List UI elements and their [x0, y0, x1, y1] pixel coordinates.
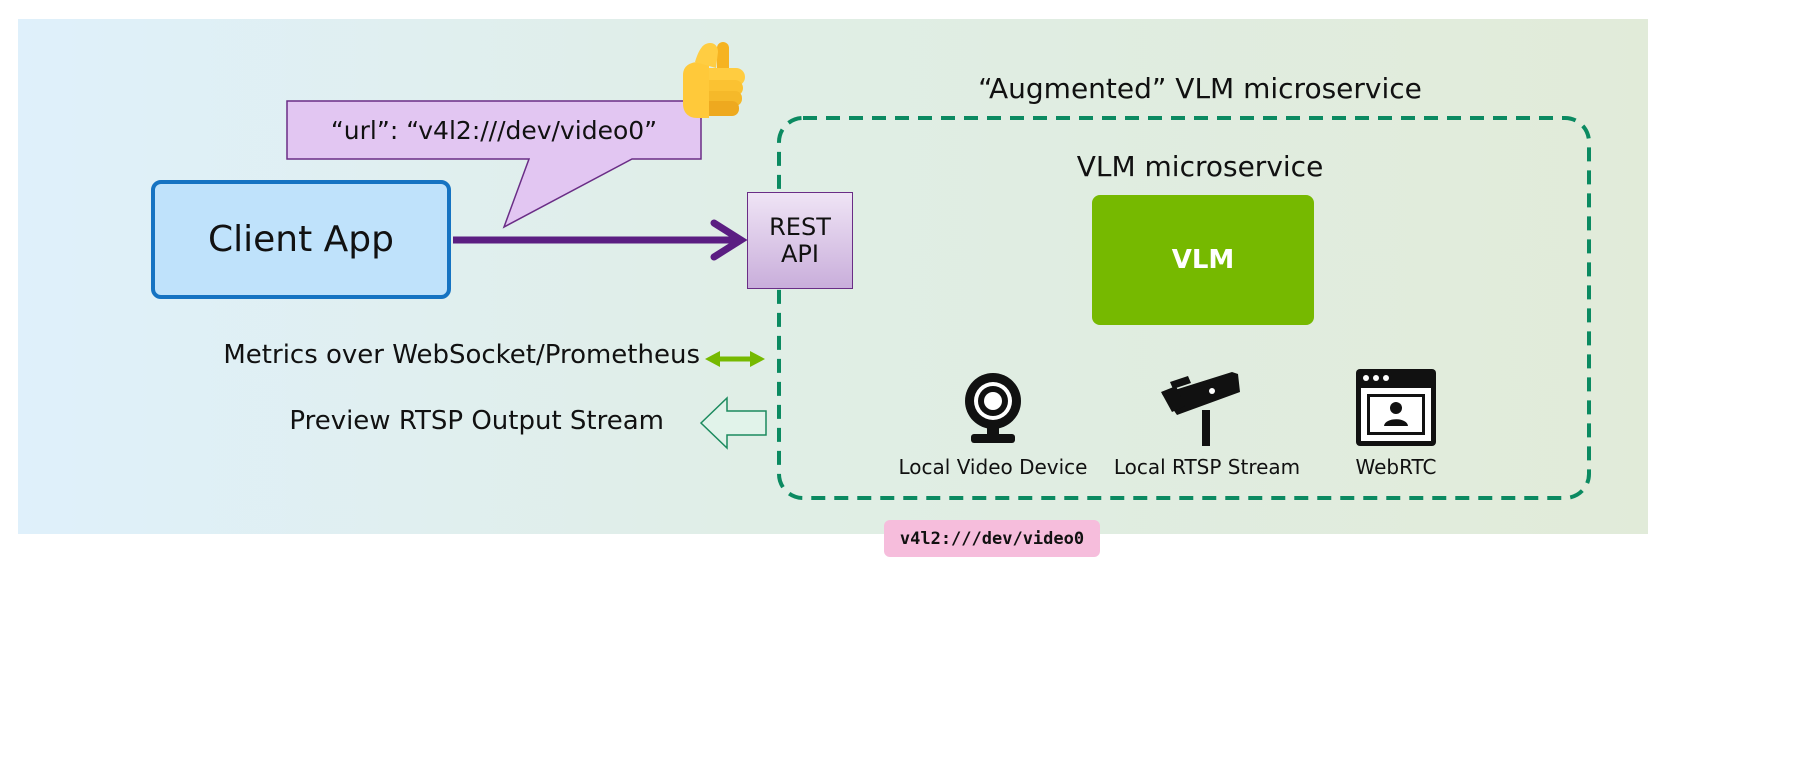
- client-app-box: Client App: [151, 180, 451, 299]
- source-label-webrtc: WebRTC: [1355, 455, 1437, 479]
- preview-label: Preview RTSP Output Stream: [289, 406, 664, 436]
- vlm-label: VLM: [1171, 245, 1235, 275]
- augmented-boundary: [777, 116, 1591, 500]
- rest-api-label-line1: REST: [769, 212, 831, 241]
- metrics-arrow: [705, 351, 765, 367]
- request-arrow: [453, 219, 748, 261]
- callout-url-text: “url”: “v4l2:///dev/video0”: [330, 115, 658, 145]
- source-label-local-rtsp: Local RTSP Stream: [1113, 455, 1301, 479]
- url-badge: v4l2:///dev/video0: [884, 520, 1100, 557]
- vlm-microservice-title: VLM microservice: [1076, 150, 1324, 183]
- source-label-local-video: Local Video Device: [898, 455, 1088, 479]
- metrics-label: Metrics over WebSocket/Prometheus: [223, 340, 700, 370]
- client-app-label: Client App: [208, 219, 394, 260]
- webcam-icon: [965, 373, 1021, 443]
- thumbs-up-icon: [683, 42, 745, 118]
- browser-video-call-icon: [1356, 369, 1436, 446]
- augmented-vlm-title: “Augmented” VLM microservice: [978, 72, 1422, 105]
- rest-api-box: REST API: [747, 192, 853, 289]
- cctv-camera-icon: [1161, 372, 1240, 446]
- vlm-box: VLM: [1092, 195, 1314, 325]
- preview-arrow: [699, 396, 767, 450]
- rest-api-label-line2: API: [781, 239, 819, 268]
